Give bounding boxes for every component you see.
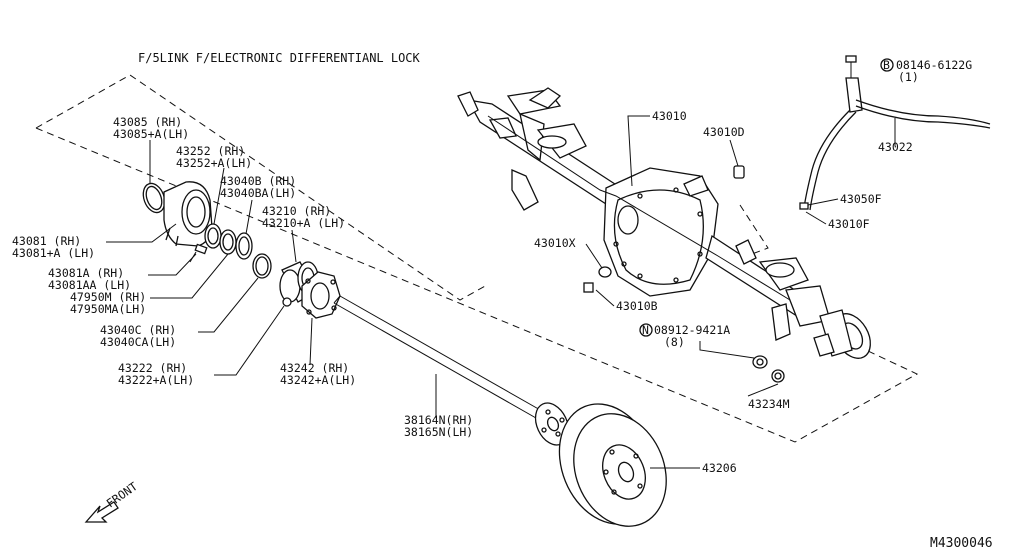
breather-43010d [733,165,745,179]
brake-drum-43206 [558,403,667,527]
label-43010f: 43010F [828,217,870,231]
nut-08912 [752,355,768,369]
label-43242-rh: 43242 (RH) [280,361,349,375]
label-08146: 08146-6122G [896,58,972,72]
spacer-43040b [235,232,253,260]
label-08912-qty: (8) [664,335,685,349]
front-arrow-icon [84,501,119,523]
bolt-43010b [583,282,594,293]
label-43040b-rh: 43040B (RH) [220,174,296,188]
badge-n-letter: N [642,323,649,337]
label-08146-qty: (1) [898,70,919,84]
label-08912: 08912-9421A [654,323,730,337]
label-47950m-rh: 47950M (RH) [70,290,146,304]
label-43234m: 43234M [748,397,790,411]
leader-lines [106,115,896,469]
label-43010d: 43010D [703,125,745,139]
label-43010: 43010 [652,109,687,123]
label-43085-lh: 43085+A(LH) [113,127,189,141]
diagram-code: M4300046 [930,536,993,551]
axle-housing-43010 [457,87,871,359]
label-43081-rh: 43081 (RH) [12,234,81,248]
clip-43050f [799,202,809,210]
label-43210-rh: 43210 (RH) [262,204,331,218]
badge-b-icon: B [880,58,894,72]
label-43081-lh: 43081+A (LH) [12,246,95,260]
bolt-43081a [189,243,208,263]
axle-shaft-38164n [333,295,570,446]
label-43040c-rh: 43040C (RH) [100,323,176,337]
label-43010b: 43010B [616,299,658,313]
label-47950m-lh: 47950MA(LH) [70,302,146,316]
label-43085-rh: 43085 (RH) [113,115,182,129]
front-label: FRONT [104,479,140,510]
label-43252-rh: 43252 (RH) [176,144,245,158]
label-43010x: 43010X [534,236,576,250]
label-43040b-lh: 43040BA(LH) [220,186,296,200]
label-43040c-lh: 43040CA(LH) [100,335,176,349]
washer-43234m [771,369,785,383]
plate-43242 [301,271,341,319]
badge-b-letter: B [883,58,890,72]
group-boundary [35,74,919,443]
label-38164n: 38164N(RH) [404,413,473,427]
ring-47950m [219,229,237,255]
housing-43081 [163,181,213,247]
retainer-43222 [282,297,292,307]
label-43050f: 43050F [840,192,882,206]
label-43081a-lh: 43081AA (LH) [48,278,131,292]
snap-ring-43040c [252,253,272,279]
diagram-title: F/5LINK F/ELECTRONIC DIFFERENTIANL LOCK [138,51,421,65]
label-43022: 43022 [878,140,913,154]
harness-43022 [803,55,991,211]
label-43210-lh: 43210+A (LH) [262,216,345,230]
badge-n-icon: N [639,323,653,337]
label-43222-rh: 43222 (RH) [118,361,187,375]
seal-43252 [204,223,222,249]
label-43242-lh: 43242+A(LH) [280,373,356,387]
label-43206: 43206 [702,461,737,475]
label-43222-lh: 43222+A(LH) [118,373,194,387]
label-38165n: 38165N(LH) [404,425,473,439]
plug-43010x [598,266,612,278]
label-43252-lh: 43252+A(LH) [176,156,252,170]
label-43081a-rh: 43081A (RH) [48,266,124,280]
